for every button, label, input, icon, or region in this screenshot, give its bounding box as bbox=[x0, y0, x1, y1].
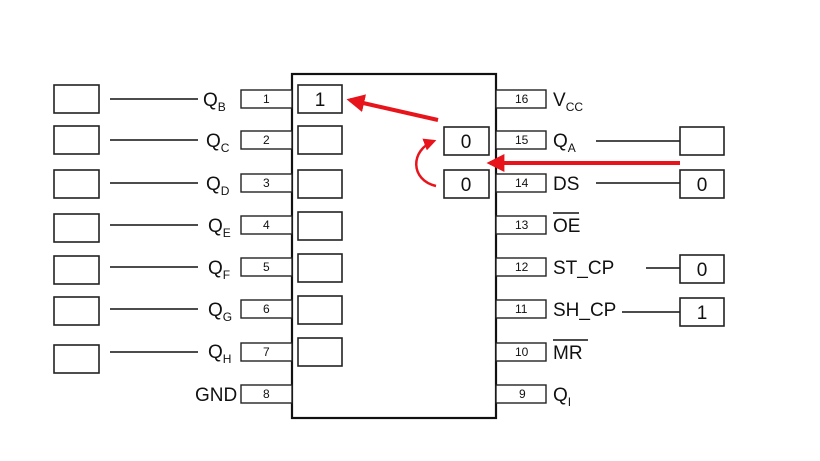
pin-label-9: QI bbox=[553, 385, 571, 409]
pin-label-13: OE bbox=[553, 216, 580, 237]
left-wires bbox=[110, 98, 198, 353]
register-cell-qh bbox=[297, 337, 343, 367]
output-box-qc bbox=[53, 125, 100, 155]
register-cell-ds bbox=[443, 169, 490, 199]
pin-label-14: DS bbox=[553, 174, 579, 195]
register-bit-qb: 1 bbox=[315, 90, 326, 111]
arrow-ds-to-qa bbox=[415, 138, 437, 188]
right-boxes: 0 0 1 bbox=[679, 126, 725, 327]
register-cell-qc bbox=[297, 125, 343, 155]
output-box-qd bbox=[53, 169, 100, 199]
right-pin-labels: VCC QA DS OE ST_CP SH_CP MR QI bbox=[553, 90, 616, 409]
output-box-qg bbox=[53, 296, 100, 326]
register-cell-qd bbox=[297, 169, 343, 199]
pin-number-10: 10 bbox=[515, 345, 529, 359]
register-cell-qb bbox=[297, 84, 343, 114]
output-box-qb bbox=[53, 84, 100, 114]
left-pin-stubs bbox=[240, 89, 293, 404]
pin-number-8: 8 bbox=[263, 387, 270, 401]
register-cells-left: 1 bbox=[297, 84, 343, 367]
pin-label-16: VCC bbox=[553, 90, 583, 114]
left-output-boxes bbox=[53, 84, 100, 374]
register-cells-right: 0 0 bbox=[443, 126, 490, 199]
pin-number-15: 15 bbox=[515, 133, 529, 147]
pin-label-4: QE bbox=[208, 216, 231, 240]
right-pin-stubs bbox=[495, 89, 547, 404]
pin-number-5: 5 bbox=[263, 260, 270, 274]
pin-number-12: 12 bbox=[515, 260, 529, 274]
pin-label-5: QF bbox=[208, 258, 230, 282]
input-value-sh-cp: 1 bbox=[697, 303, 708, 324]
input-box-ds bbox=[679, 169, 725, 199]
output-box-qh bbox=[53, 344, 100, 374]
left-pin-numbers: 1 2 3 4 5 6 7 8 bbox=[263, 92, 270, 401]
pin-label-3: QD bbox=[206, 174, 230, 198]
pin-label-1: QB bbox=[203, 90, 226, 114]
pin-number-1: 1 bbox=[263, 92, 270, 106]
input-value-ds: 0 bbox=[697, 175, 708, 196]
register-cell-qa bbox=[443, 126, 490, 156]
pin-label-12: ST_CP bbox=[553, 258, 614, 279]
pin-number-4: 4 bbox=[263, 218, 270, 232]
output-box-qf bbox=[53, 255, 100, 285]
pin-label-8: GND bbox=[195, 385, 237, 406]
input-box-sh-cp bbox=[679, 297, 725, 327]
pin-number-14: 14 bbox=[515, 176, 529, 190]
arrow-qa-to-qb bbox=[346, 94, 439, 122]
register-cell-qe bbox=[297, 211, 343, 241]
register-cell-qg bbox=[297, 295, 343, 325]
input-value-st-cp: 0 bbox=[697, 260, 708, 281]
register-cell-qf bbox=[297, 253, 343, 283]
pin-number-16: 16 bbox=[515, 92, 529, 106]
pin-label-11: SH_CP bbox=[553, 300, 616, 321]
register-bit-qa: 0 bbox=[461, 132, 472, 153]
pin-number-3: 3 bbox=[263, 176, 270, 190]
pin-number-13: 13 bbox=[515, 218, 529, 232]
output-box-qe bbox=[53, 213, 100, 243]
pin-label-6: QG bbox=[208, 300, 232, 324]
pin-label-2: QC bbox=[206, 131, 230, 155]
pin-number-7: 7 bbox=[263, 345, 270, 359]
right-pin-numbers: 16 15 14 13 12 11 10 9 bbox=[515, 92, 529, 401]
register-bit-ds: 0 bbox=[461, 175, 472, 196]
output-box-qa bbox=[679, 126, 725, 156]
pin-label-15: QA bbox=[553, 131, 576, 155]
pin-number-6: 6 bbox=[263, 302, 270, 316]
shift-arrows bbox=[346, 94, 680, 188]
pin-number-9: 9 bbox=[519, 387, 526, 401]
input-box-st-cp bbox=[679, 254, 725, 284]
pin-number-11: 11 bbox=[515, 302, 528, 316]
pin-number-2: 2 bbox=[263, 133, 270, 147]
pin-label-7: QH bbox=[208, 342, 231, 366]
left-pin-labels: QB QC QD QE QF QG QH GND bbox=[195, 90, 237, 406]
pin-label-10: MR bbox=[553, 343, 583, 364]
right-wires bbox=[596, 140, 680, 313]
